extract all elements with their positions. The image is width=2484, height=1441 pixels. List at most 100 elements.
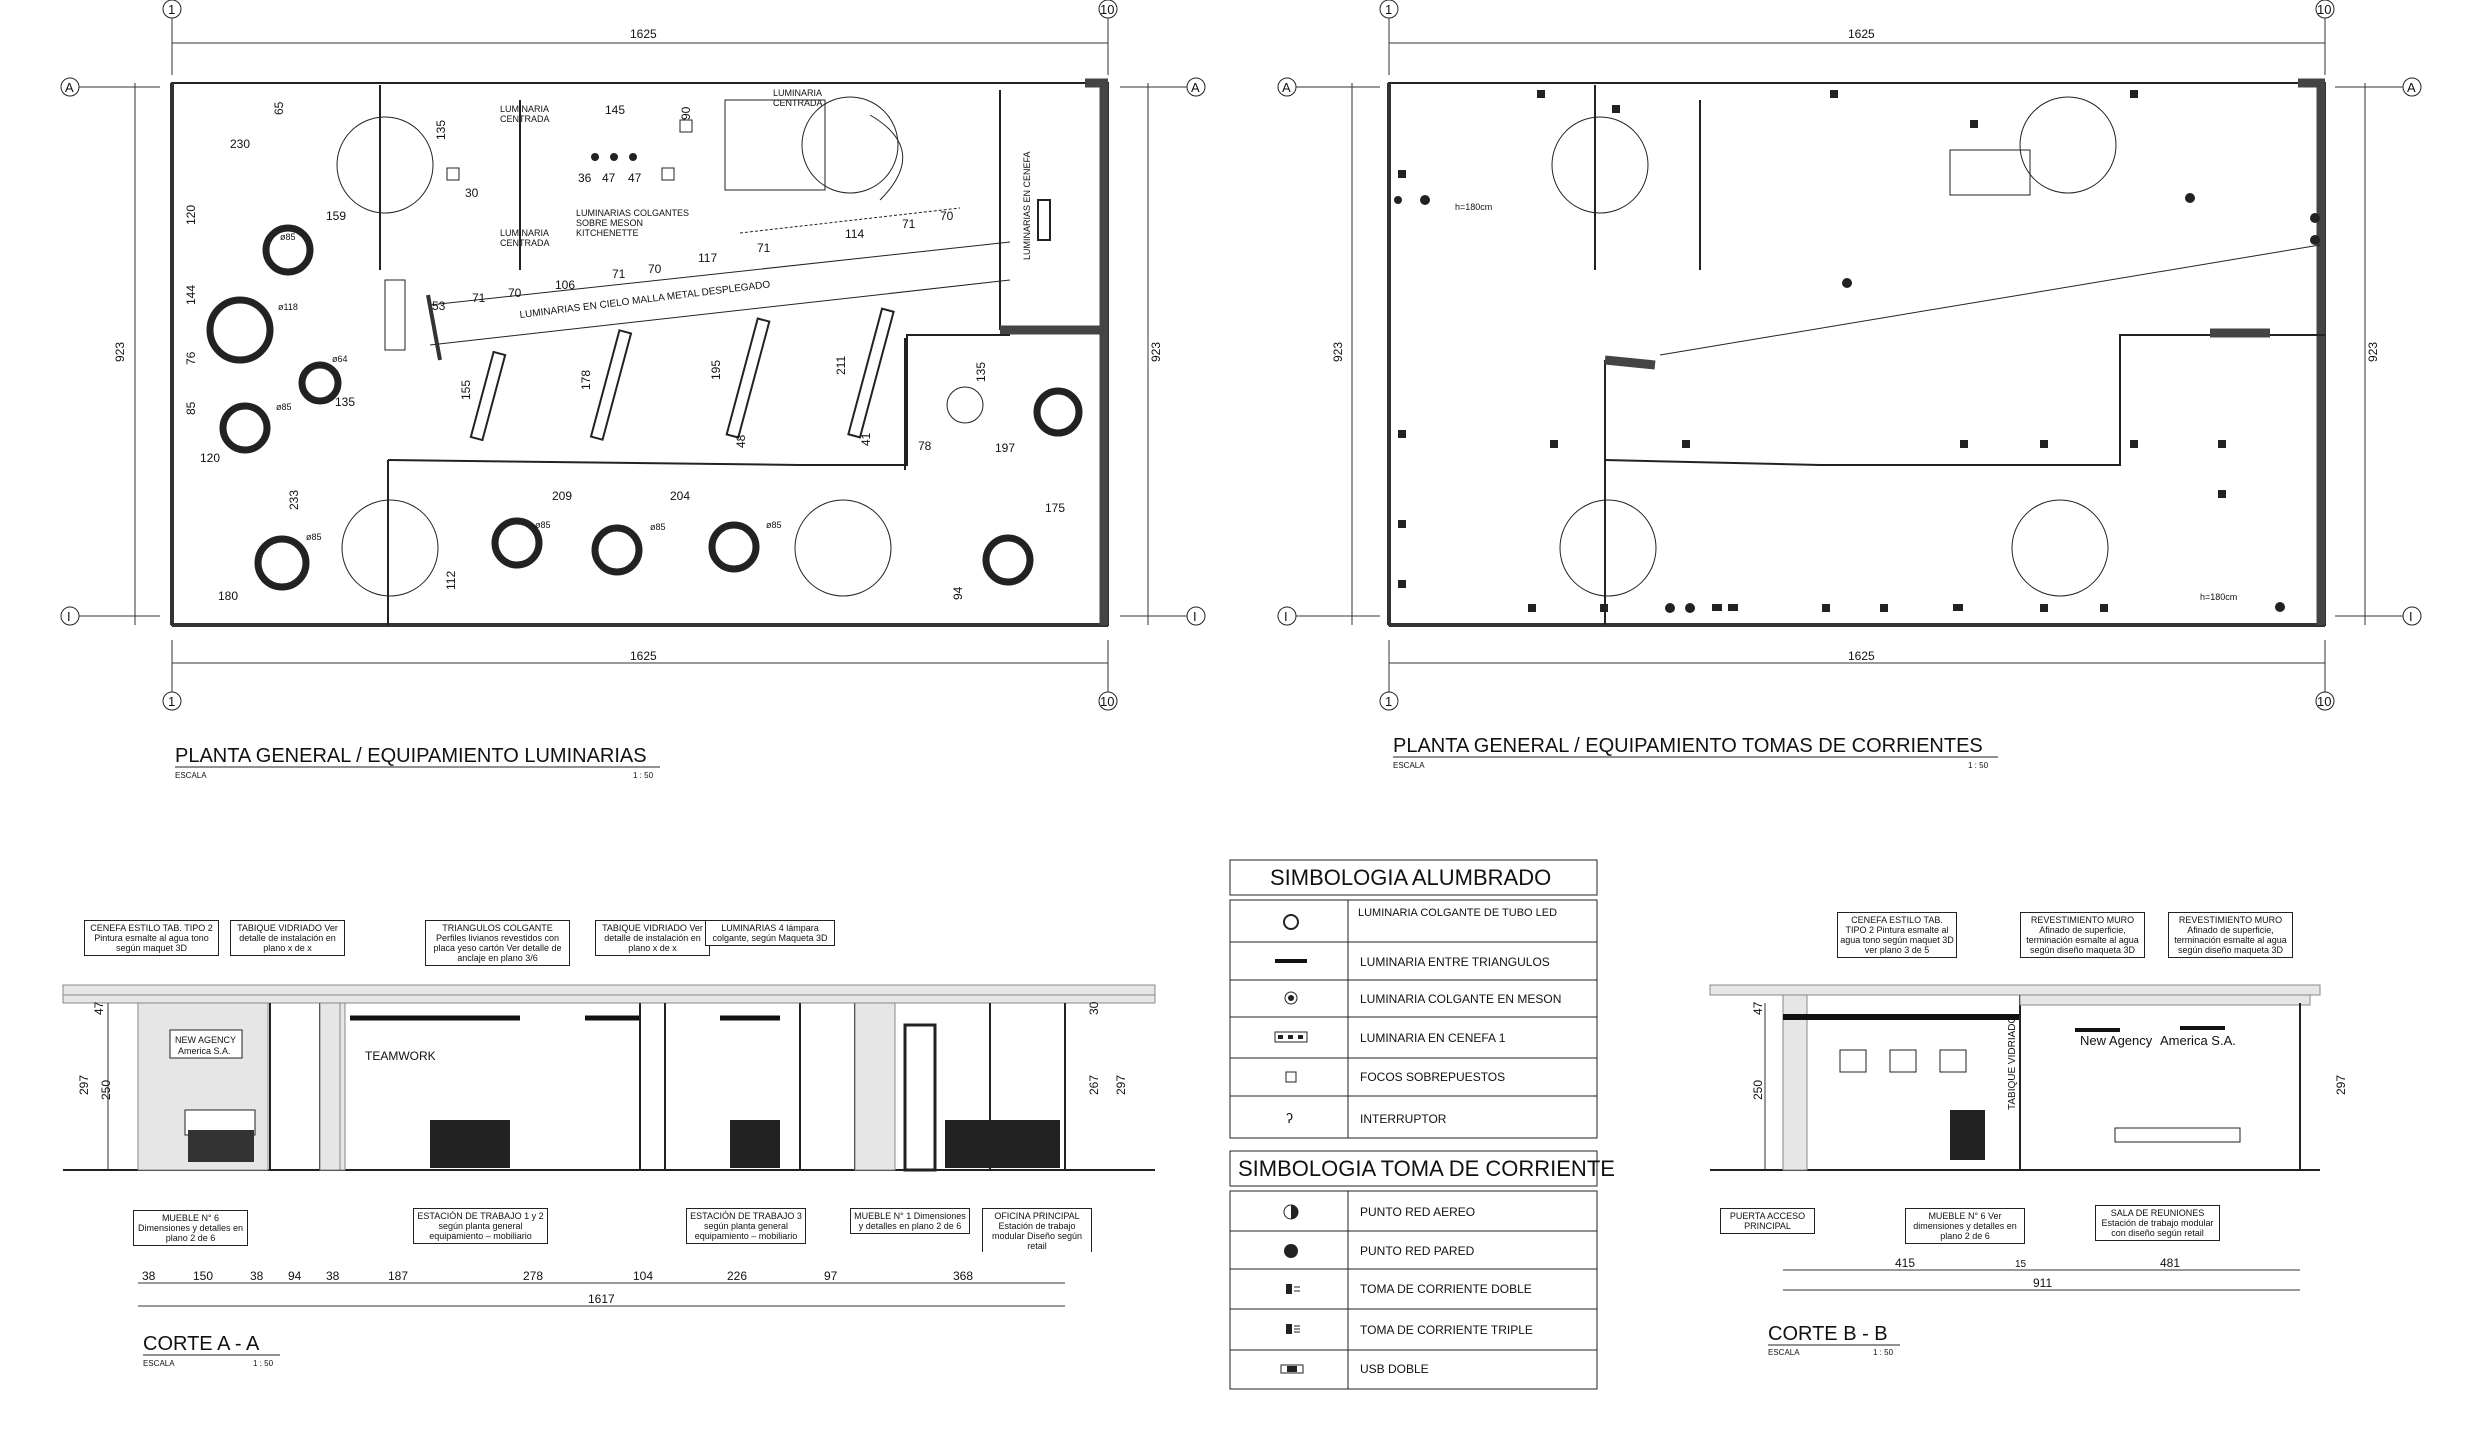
label-d85d: ø85 — [535, 520, 551, 530]
dim-41: 41 — [859, 432, 873, 446]
dim-bb-total: 911 — [2033, 1276, 2052, 1290]
legend-toma-4: USB DOBLE — [1360, 1362, 1429, 1376]
escala-value-1: 1 : 50 — [633, 771, 654, 780]
dim-112: 112 — [444, 571, 458, 590]
legend-item-1: LUMINARIA ENTRE TRIANGULOS — [1360, 955, 1550, 969]
legend-toma-1: PUNTO RED PARED — [1360, 1244, 1475, 1258]
grid2-i-right: I — [2409, 609, 2413, 624]
dim-aa-250: 250 — [99, 1080, 113, 1100]
title-corte-bb: CORTE B - B — [1768, 1323, 1888, 1345]
dim-70c: 70 — [940, 209, 954, 223]
legend-item-0: LUMINARIA COLGANTE DE TUBO LED — [1358, 907, 1557, 919]
dim-65: 65 — [272, 101, 286, 115]
note-bb-sala: SALA DE REUNIONES Estación de trabajo mo… — [2095, 1205, 2220, 1241]
dim-aa-h7: 104 — [633, 1269, 653, 1283]
note-aa-tabique-2: TABIQUE VIDRIADO Ver detalle de instalac… — [595, 920, 710, 956]
note-bb-mueble: MUEBLE N° 6 Ver dimensiones y detalles e… — [1905, 1208, 2025, 1244]
dim-48: 48 — [734, 434, 748, 448]
dim-197: 197 — [995, 441, 1015, 455]
label-d118: ø118 — [278, 302, 298, 312]
dim-120b: 120 — [200, 451, 220, 465]
dim-230: 230 — [230, 137, 250, 151]
grid-1-top: 1 — [168, 2, 175, 17]
note-aa-estacion-3: ESTACIÓN DE TRABAJO 3 según planta gener… — [686, 1208, 806, 1244]
sign-america: America S.A. — [178, 1046, 231, 1056]
dim-width-top: 1625 — [630, 27, 657, 41]
dim-bb-47: 47 — [1751, 1001, 1765, 1015]
legend-item-3: LUMINARIA EN CENEFA 1 — [1360, 1031, 1506, 1045]
dim-71a: 71 — [472, 291, 486, 305]
label-luminarias-cenefa: LUMINARIAS EN CENEFA — [1022, 151, 1032, 260]
label-d85c: ø85 — [306, 532, 322, 542]
label-d85a: ø85 — [280, 232, 296, 242]
dim-53: 53 — [432, 299, 446, 313]
escala-label-bb: ESCALA — [1768, 1348, 1800, 1357]
label-d85b: ø85 — [276, 402, 292, 412]
dim-120: 120 — [184, 205, 198, 225]
dim-bb-h1: 15 — [2015, 1259, 2027, 1270]
dim2-width-bottom: 1625 — [1848, 649, 1875, 663]
dim2-height-right: 923 — [2366, 342, 2380, 362]
label-d85f: ø85 — [766, 520, 782, 530]
corte-bb: New Agency America S.A. TABIQUE VIDRIADO… — [1709, 912, 2348, 1357]
plan-tomas: 1 10 A A I I 1 10 1625 1625 923 923 — [1277, 0, 2422, 770]
sign-new-agency: NEW AGENCY — [175, 1035, 236, 1045]
dim-aa-h1: 150 — [193, 1269, 213, 1283]
dim-aa-h4: 38 — [326, 1269, 340, 1283]
dim-233: 233 — [287, 490, 301, 510]
note-bb-puerta: PUERTA ACCESO PRINCIPAL — [1720, 1208, 1815, 1234]
title-corte-aa: CORTE A - A — [143, 1333, 260, 1355]
legend-item-4: FOCOS SOBREPUESTOS — [1360, 1070, 1505, 1084]
dim-bb-250: 250 — [1751, 1080, 1765, 1100]
label-d85e: ø85 — [650, 522, 666, 532]
dim-aa-47: 47 — [92, 1001, 106, 1015]
note-aa-cenefa: CENEFA ESTILO TAB. TIPO 2 Pintura esmalt… — [84, 920, 219, 956]
escala-label-aa: ESCALA — [143, 1359, 175, 1368]
sign-bb-new-agency: New Agency — [2080, 1033, 2153, 1048]
legend-item-5: INTERRUPTOR — [1360, 1112, 1447, 1126]
dim-117: 117 — [698, 251, 717, 265]
sign-teamwork: TEAMWORK — [365, 1049, 436, 1063]
note-bb-cenefa: CENEFA ESTILO TAB. TIPO 2 Pintura esmalt… — [1837, 912, 1957, 958]
dim-height-right: 923 — [1149, 342, 1163, 362]
legend-toma-title: SIMBOLOGIA TOMA DE CORRIENTE — [1238, 1156, 1615, 1181]
note-aa-tabique-1: TABIQUE VIDRIADO Ver detalle de instalac… — [230, 920, 345, 956]
dim-135b: 135 — [335, 395, 355, 409]
dim-135c: 135 — [974, 362, 988, 382]
dim-aa-h2: 38 — [250, 1269, 264, 1283]
grid-10-bottom: 10 — [1100, 694, 1114, 709]
note-aa-oficina: OFICINA PRINCIPAL Estación de trabajo mo… — [982, 1208, 1092, 1252]
label-luminaria-centrada-2: LUMINARIA CENTRADA — [500, 228, 550, 248]
dim-aa-297: 297 — [77, 1075, 91, 1095]
dim-aa-h9: 97 — [824, 1269, 838, 1283]
escala-value-bb: 1 : 50 — [1873, 1348, 1894, 1357]
label-d64: ø64 — [332, 354, 348, 364]
escala-label-2: ESCALA — [1393, 761, 1425, 770]
grid-a-left: A — [65, 80, 74, 95]
linear-luminaires — [469, 199, 1051, 442]
legend-toma-3: TOMA DE CORRIENTE TRIPLE — [1360, 1323, 1533, 1337]
grid2-i-left: I — [1284, 609, 1288, 624]
dim-70a: 70 — [508, 286, 522, 300]
dim-width-bottom: 1625 — [630, 649, 657, 663]
title-plan-luminarias: PLANTA GENERAL / EQUIPAMIENTO LUMINARIAS — [175, 745, 647, 767]
dim-175: 175 — [1045, 501, 1065, 515]
title-plan-tomas: PLANTA GENERAL / EQUIPAMIENTO TOMAS DE C… — [1393, 735, 1983, 757]
legend-toma-0: PUNTO RED AEREO — [1360, 1205, 1475, 1219]
legend-item-2: LUMINARIA COLGANTE EN MESON — [1360, 992, 1561, 1006]
dim-106: 106 — [555, 278, 575, 292]
dim-204: 204 — [670, 489, 690, 503]
label-luminaria-centrada-1: LUMINARIA CENTRADA — [500, 104, 550, 124]
dim-211: 211 — [834, 356, 848, 375]
grid2-a-left: A — [1282, 80, 1291, 95]
note-aa-luminarias: LUMINARIAS 4 lámpara colgante, según Maq… — [705, 920, 835, 946]
label-luminarias-colgantes: LUMINARIAS COLGANTES SOBRE MESON KITCHEN… — [576, 208, 689, 238]
dim-bb-297: 297 — [2334, 1075, 2348, 1095]
dim-30: 30 — [465, 186, 479, 200]
dim-aa-h0: 38 — [142, 1269, 156, 1283]
note-bb-revestimiento-1: REVESTIMIENTO MURO Afinado de superficie… — [2020, 912, 2145, 958]
outlet-marks — [1394, 90, 2320, 613]
grid-1-bottom: 1 — [168, 694, 175, 709]
dim-aa-297b: 297 — [1114, 1075, 1128, 1095]
